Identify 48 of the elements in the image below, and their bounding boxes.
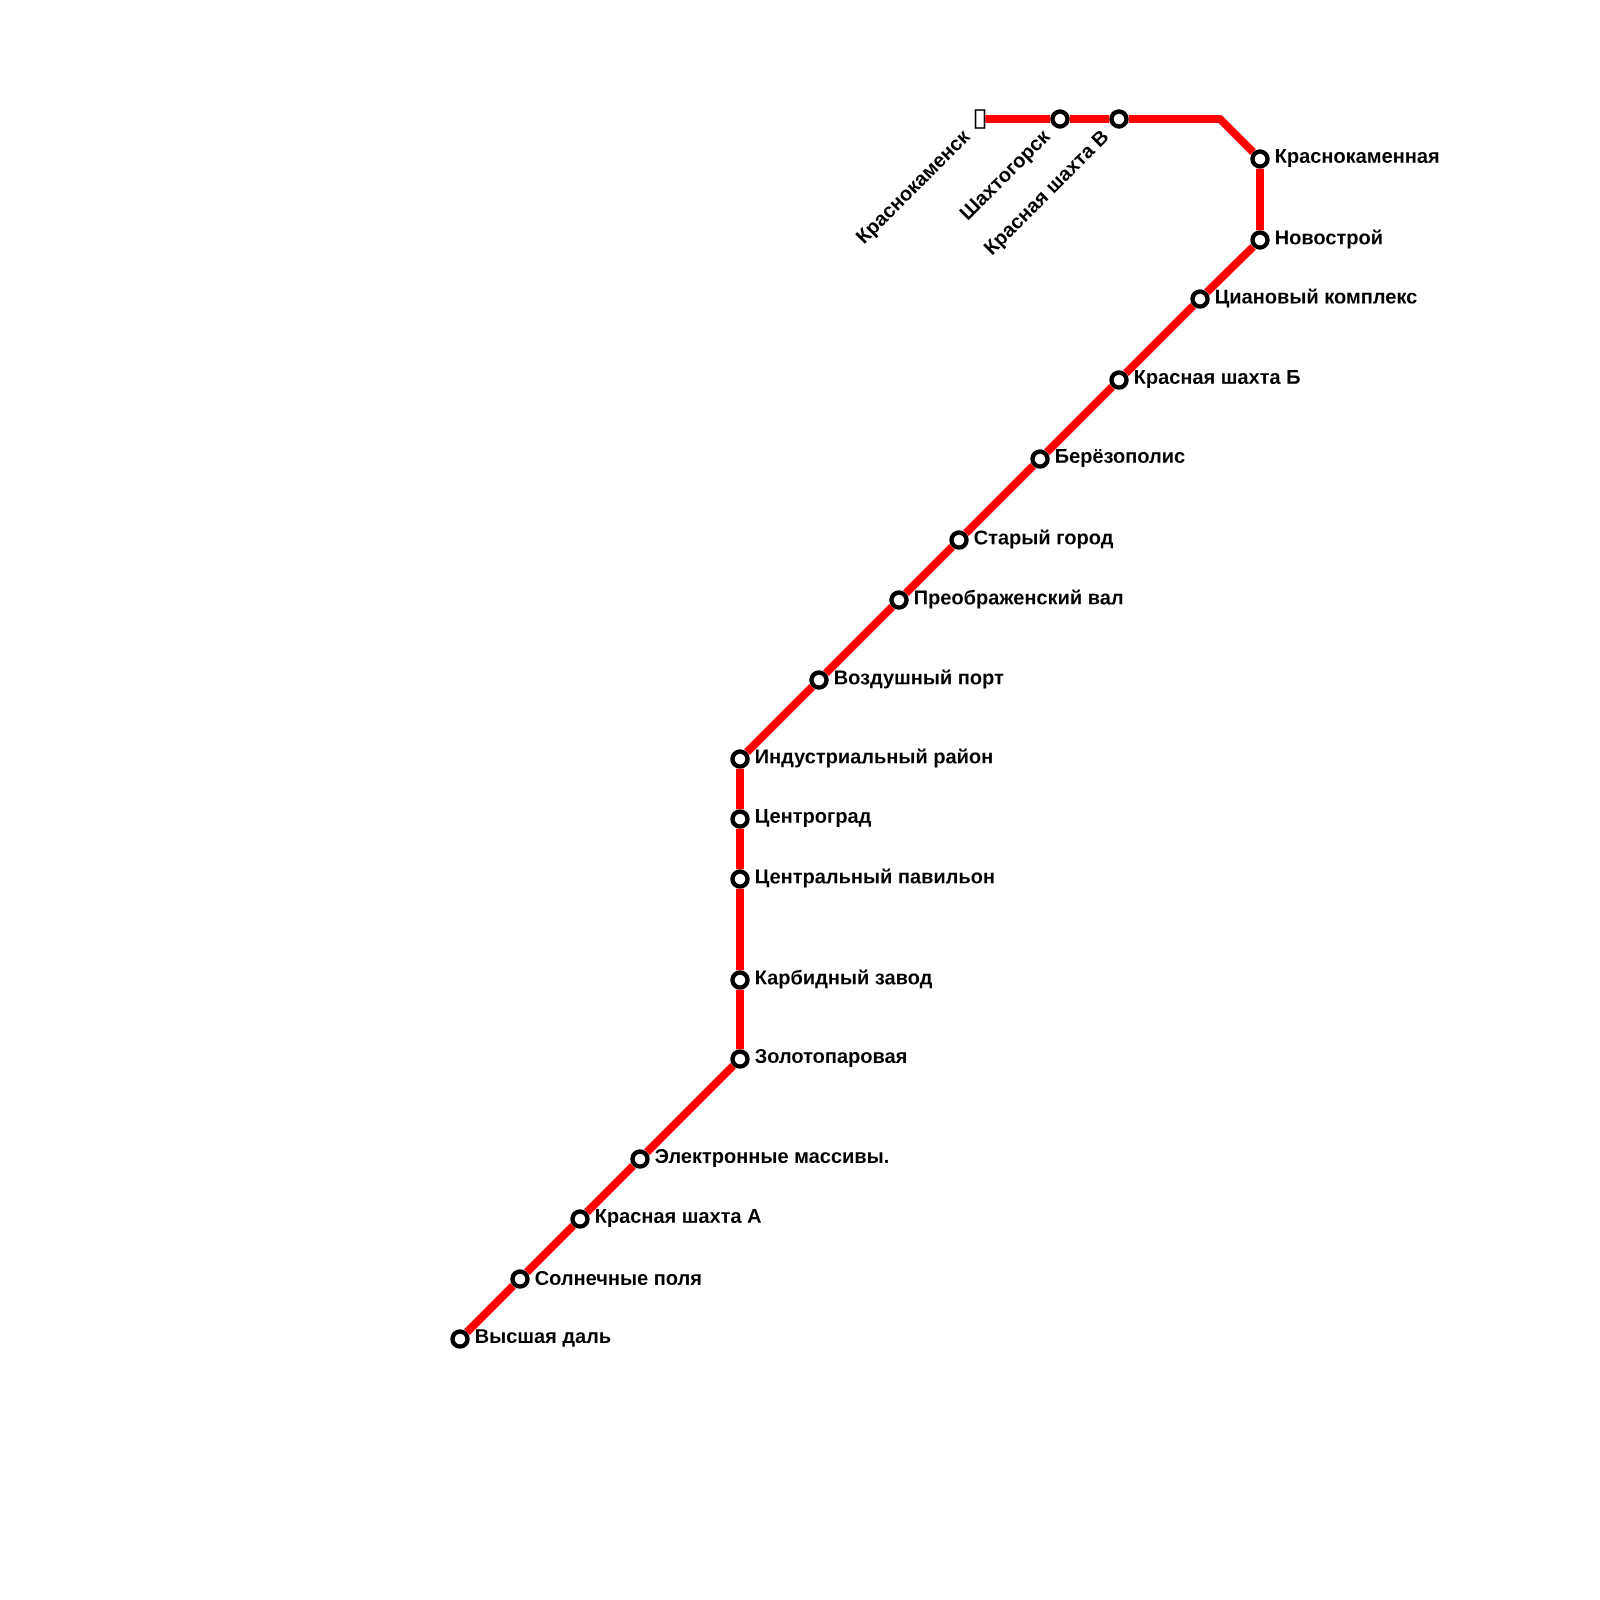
line-segment (524, 1223, 576, 1275)
station-marker (510, 1269, 530, 1289)
line-segment (823, 604, 895, 676)
station-name: Циановый комплекс (1216, 288, 1417, 308)
line-segment (963, 463, 1036, 536)
station-marker (1250, 149, 1270, 169)
station-marker (450, 1329, 470, 1349)
station-name: Солнечные поля (535, 1270, 701, 1286)
station-marker (570, 1209, 590, 1229)
station-name: Воздушный порт (835, 669, 1004, 689)
station-name: Старый город (974, 529, 1114, 549)
station-marker (730, 749, 750, 769)
station-name: Краснокаменная (1276, 149, 1439, 167)
station-marker (809, 670, 829, 690)
station-marker (1250, 230, 1270, 250)
line-segment (464, 1283, 516, 1335)
station-name: Золотопаровая (755, 1048, 906, 1068)
station-marker (730, 869, 750, 889)
station-marker (1190, 289, 1210, 309)
line-segment (584, 1163, 636, 1215)
line-segment (644, 1063, 736, 1155)
station-marker (1030, 449, 1050, 469)
station-marker (730, 809, 750, 829)
line-segment (1123, 303, 1196, 376)
station-name: Высшая даль (476, 1329, 611, 1347)
station-marker (630, 1149, 650, 1169)
line-segment (903, 544, 955, 596)
station-name: Центроград (756, 809, 871, 827)
station-marker (1109, 109, 1129, 129)
station-name: Красная шахта Б (1135, 370, 1300, 388)
station-marker (1109, 370, 1129, 390)
station-marker (1050, 109, 1070, 129)
station-name: Преображенский вал (915, 589, 1123, 609)
station-marker (889, 590, 909, 610)
station-name: Красная шахта А (596, 1209, 762, 1227)
station-name: Карбидный завод (756, 969, 932, 989)
station-name: Электронные массивы. (655, 1148, 888, 1168)
line-segment (1044, 384, 1115, 455)
line-segment (1204, 243, 1256, 295)
terminal-marker (974, 109, 986, 129)
station-name: Индустриальный район (756, 748, 992, 768)
station-name: Новострой (1276, 229, 1382, 249)
station-marker (730, 1049, 750, 1069)
station-marker (949, 530, 969, 550)
station-name: Берёзополис (1056, 449, 1185, 467)
station-name: Центральный павильон (756, 868, 994, 888)
line-segment (744, 684, 815, 755)
station-marker (730, 970, 750, 990)
